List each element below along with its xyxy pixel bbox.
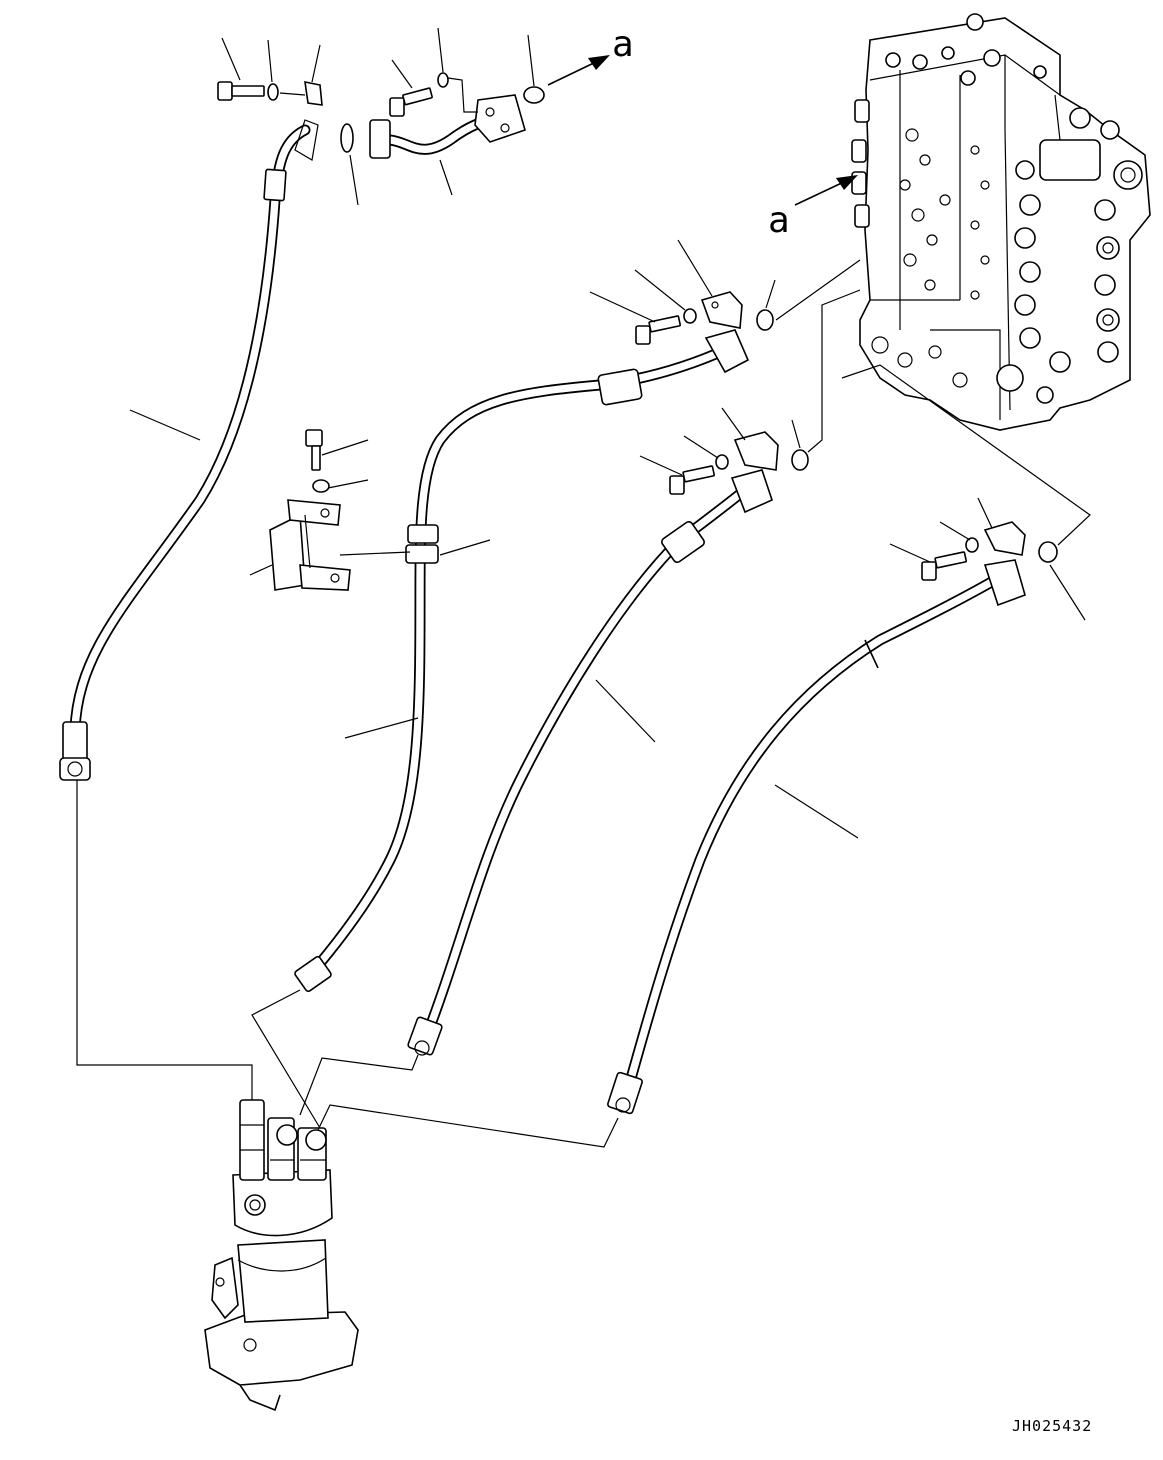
hydraulic-hose-1 — [59, 119, 319, 781]
leader-lines — [76, 239, 1091, 1148]
o-ring-icon — [756, 309, 774, 331]
hydraulic-hose-3 — [407, 469, 773, 1056]
bolt-icon — [389, 87, 433, 117]
washer-icon — [965, 537, 979, 553]
split-flange-icon — [700, 291, 743, 329]
swivel-joint-icon — [204, 1099, 359, 1412]
drawing-code: JH025432 — [1012, 1417, 1092, 1435]
o-ring-icon — [523, 86, 545, 104]
reference-arrow-a-top: a — [547, 24, 634, 86]
leader-lines-top — [221, 27, 535, 206]
hydraulic-hose-2 — [294, 329, 750, 993]
washer-icon — [437, 72, 449, 88]
hose-clamp-icon — [269, 499, 411, 591]
split-flange-icon — [279, 80, 323, 106]
o-ring-icon — [791, 449, 809, 471]
washer-icon — [267, 83, 279, 101]
ref-a-valve-label: a — [768, 200, 790, 241]
flange-pipe — [369, 94, 526, 159]
washer-icon — [683, 308, 697, 324]
split-flange-icon — [733, 431, 779, 471]
control-valve-icon — [851, 13, 1151, 431]
bolt-icon — [635, 315, 681, 345]
bolt-icon — [921, 551, 967, 581]
reference-arrow-a-valve: a — [768, 175, 858, 241]
bolt-icon — [669, 465, 715, 495]
split-flange-icon — [983, 521, 1026, 556]
ref-a-top-label: a — [612, 24, 634, 65]
bolt-icon — [305, 429, 323, 471]
washer-icon — [312, 479, 330, 493]
o-ring-icon — [1038, 541, 1058, 563]
o-ring-icon — [340, 123, 354, 153]
washer-icon — [715, 454, 729, 470]
hydraulic-hose-4 — [607, 559, 1026, 1115]
bolt-icon — [217, 81, 265, 101]
